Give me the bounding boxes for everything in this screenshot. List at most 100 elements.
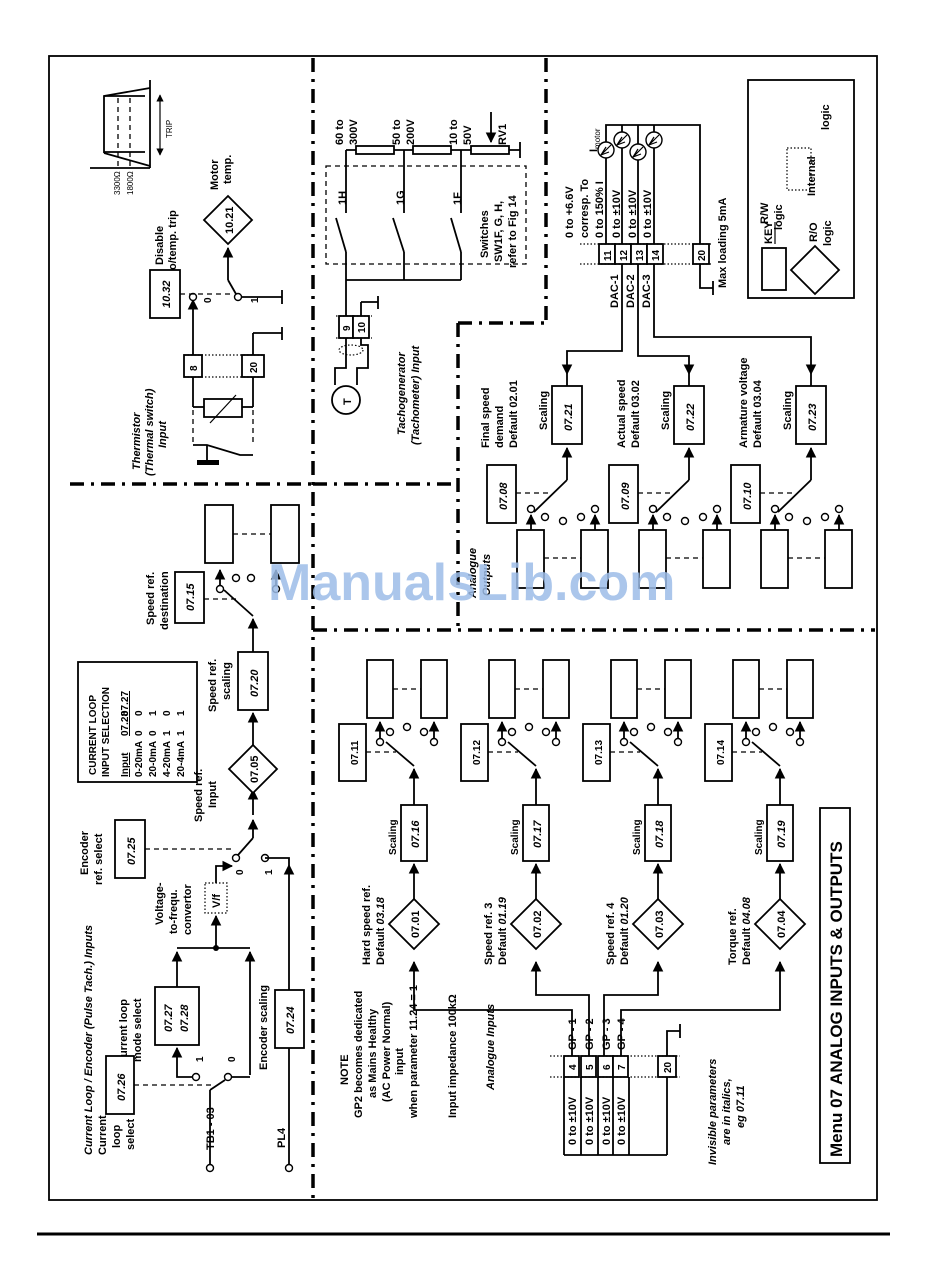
switch-1h: 1H — [337, 191, 349, 205]
param-box-07-24[interactable] — [274, 989, 305, 1049]
input-default: Default 01.19 — [497, 896, 509, 965]
scaling-label: Scaling — [782, 391, 794, 430]
scaling-label: Scaling — [754, 819, 765, 855]
encoder-ref-label-1: Encoder — [79, 830, 91, 875]
output-destination-box[interactable] — [824, 529, 853, 589]
output-destination-box[interactable] — [760, 529, 789, 589]
watermark: ManualsLib.com — [268, 554, 675, 612]
key-rw-label-2: logic — [773, 204, 785, 230]
input-destination-box[interactable] — [366, 659, 394, 719]
param-diamond-07-01[interactable] — [387, 897, 441, 951]
imotor-sub: motor — [593, 128, 602, 149]
default-prefix: Default — [375, 925, 387, 965]
encoder-section-title: Current Loop / Encoder (Pulse Tach.) Inp… — [83, 925, 95, 1155]
param-box-07-21[interactable] — [551, 385, 583, 445]
param-box-07-14[interactable] — [704, 723, 733, 782]
switch-1g: 1G — [395, 190, 407, 205]
table-header-1: 07.28 — [120, 711, 131, 736]
cl-switch-1: 1 — [195, 1056, 206, 1062]
param-box-07-09[interactable] — [608, 464, 639, 524]
param-box-07-20[interactable] — [237, 651, 269, 711]
key-title: KEY — [763, 221, 775, 244]
default-value: 03.18 — [375, 896, 387, 924]
vf-symbol: V/f — [211, 894, 223, 908]
input-destination-box[interactable] — [610, 659, 638, 719]
vf-label-3: convertor — [182, 884, 194, 935]
input-destination-box[interactable] — [732, 659, 760, 719]
svg-text:Disable: Disable — [154, 226, 166, 265]
terminal-10-label: 10 — [357, 321, 368, 333]
table-header-0: Input — [120, 752, 131, 777]
param-diamond-07-03[interactable] — [631, 897, 685, 951]
param-box-07-12[interactable] — [460, 723, 489, 782]
output-destination-box[interactable] — [702, 529, 731, 589]
param-box-07-13[interactable] — [582, 723, 611, 782]
section-dividers — [70, 58, 875, 1198]
thermistor-title-3: Input — [157, 420, 169, 448]
vf-label-2: to-frequ. — [168, 889, 180, 934]
note-line-3: (AC Power Normal) — [381, 1001, 393, 1102]
tacho-range-2b: 200V — [405, 119, 417, 145]
param-box-07-15[interactable] — [174, 571, 205, 624]
key-ro-label-1: R/O — [808, 222, 820, 242]
param-diamond-07-05[interactable] — [227, 743, 279, 795]
param-box-07-10[interactable] — [730, 464, 761, 524]
table-cell-2-2: 0 — [162, 710, 173, 716]
param-box-07-17[interactable] — [522, 804, 550, 862]
param-box-07-23[interactable] — [795, 385, 827, 445]
input-destination-box[interactable] — [786, 659, 814, 719]
input-desc: Hard speed ref. — [361, 885, 373, 965]
scaling-label: Scaling — [660, 391, 672, 430]
mode-label-1: Current loop — [118, 999, 130, 1065]
switch-note-3: refer to Fig 14 — [507, 194, 519, 268]
param-box-07-19[interactable] — [766, 804, 794, 862]
input-range-4: 0 to ±10V — [616, 1096, 628, 1145]
param-diamond-07-02[interactable] — [509, 897, 563, 951]
param-diamond-07-04[interactable] — [753, 897, 807, 951]
param-07-27: 07.27 — [163, 1004, 175, 1032]
param-07-22: 07.22 — [685, 403, 697, 431]
table-title-1: CURRENT LOOP — [88, 695, 99, 775]
scaling-label: Scaling — [510, 819, 521, 855]
dac-2-label: DAC-2 — [625, 274, 637, 308]
input-destination-box[interactable] — [420, 659, 448, 719]
param-07-03: 07.03 — [654, 910, 666, 938]
output-desc-0: Final speed — [480, 387, 492, 448]
encoder-section: Current Loop / Encoder (Pulse Tach.) Inp… — [77, 504, 305, 1173]
param-box-07-27-07-28[interactable] — [154, 986, 200, 1046]
param-box-07-08[interactable] — [486, 464, 517, 524]
gp-1-label: GP - 1 — [567, 1018, 579, 1050]
input-destination-box[interactable] — [664, 659, 692, 719]
output-range-14: 0 to ±10V — [642, 189, 654, 238]
speed-dest-box-first[interactable] — [204, 504, 234, 564]
input-destination-box[interactable] — [488, 659, 516, 719]
rv1-label: RV1 — [497, 124, 509, 145]
table-cell-0-1: 0 — [134, 730, 145, 736]
param-diamond-10-21[interactable] — [202, 194, 254, 246]
motor-temp-label-2: temp. — [222, 155, 234, 184]
tacho-range-1b: 300V — [348, 119, 360, 145]
terminal-4-label: 4 — [568, 1064, 579, 1070]
param-07-16: 07.16 — [410, 820, 422, 848]
output-destination-box[interactable] — [638, 529, 667, 589]
table-cell-3-1: 1 — [176, 730, 187, 736]
output-range-note-1: 0 to +6.6V — [564, 186, 576, 238]
speed-input-label-2: Input — [207, 781, 219, 808]
input-destination-box[interactable] — [542, 659, 570, 719]
param-box-07-16[interactable] — [400, 804, 428, 862]
default-prefix: Default — [741, 925, 753, 965]
thermistor-symbol — [203, 398, 243, 418]
table-cell-2-0: 4-20mA — [162, 741, 173, 777]
output-destination-box[interactable] — [516, 529, 545, 589]
terminal-5-label: 5 — [585, 1064, 596, 1070]
table-cell-2-1: 1 — [162, 730, 173, 736]
dac-3-label: DAC-3 — [641, 274, 653, 308]
vf-label-1: Voltage- — [154, 882, 166, 925]
terminal-12-label: 12 — [619, 249, 630, 261]
param-07-02: 07.02 — [532, 910, 544, 938]
param-07-21: 07.21 — [563, 403, 575, 431]
output-destination-box[interactable] — [580, 529, 609, 589]
